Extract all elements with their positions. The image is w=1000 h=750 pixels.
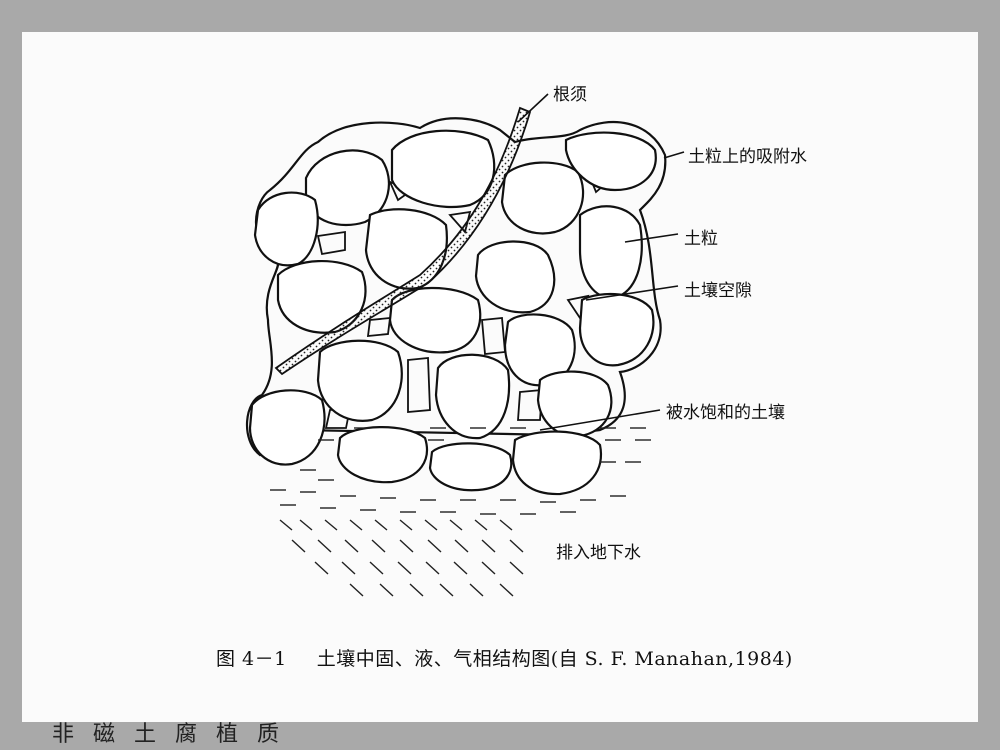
root-hair [274, 106, 532, 376]
soil-particle [503, 313, 576, 387]
label-saturated-soil: 被水饱和的土壤 [666, 403, 785, 423]
leader-soil-pore [585, 285, 679, 301]
label-soil-particle: 土粒 [684, 229, 718, 249]
leader-soil-particle [624, 233, 679, 243]
drainage-dashes [279, 519, 524, 597]
figure-number: 图 4－1 [216, 648, 287, 670]
soil-particle [578, 205, 643, 300]
soil-particle [578, 292, 655, 367]
leader-lines [517, 93, 685, 431]
soil-particle [434, 353, 511, 440]
soil-pore [517, 389, 543, 421]
caption-text: 土壤中固、液、气相结构图(自 S. F. Manahan,1984) [316, 648, 793, 670]
soil-pore [407, 357, 431, 413]
leader-adsorbed-water [663, 151, 685, 159]
partial-text-line: 非 磁 土 腐 植 质 [52, 722, 285, 747]
soil-pore [481, 317, 506, 355]
soil-particles [248, 129, 657, 496]
soil-pore [366, 316, 392, 338]
bottom-cut-text: 非 磁 土 腐 植 质 [22, 722, 978, 750]
soil-particle [536, 370, 613, 438]
soil-particle [500, 161, 585, 235]
soil-particle [474, 240, 556, 314]
soil-particle [388, 286, 482, 354]
leader-saturated-soil [539, 409, 661, 431]
soil-particle [253, 191, 319, 267]
soil-particle [511, 430, 603, 496]
soil-particle [316, 339, 403, 422]
saturated-water-dashes [270, 427, 651, 515]
soil-particle [248, 389, 326, 466]
soil-particle [564, 131, 657, 192]
label-soil-pore: 土壤空隙 [684, 281, 752, 301]
figure-caption: 图 4－1 土壤中固、液、气相结构图(自 S. F. Manahan,1984) [216, 644, 793, 671]
leader-root [517, 93, 549, 123]
soil-pore [316, 230, 346, 256]
label-root: 根须 [553, 85, 587, 105]
soil-particle [336, 426, 428, 484]
soil-particle [276, 260, 367, 334]
soil-particle [428, 442, 513, 492]
label-drain: 排入地下水 [556, 543, 641, 563]
soil-particle [390, 129, 496, 209]
soil-particle [304, 149, 390, 227]
label-adsorbed-water: 土粒上的吸附水 [688, 147, 807, 167]
